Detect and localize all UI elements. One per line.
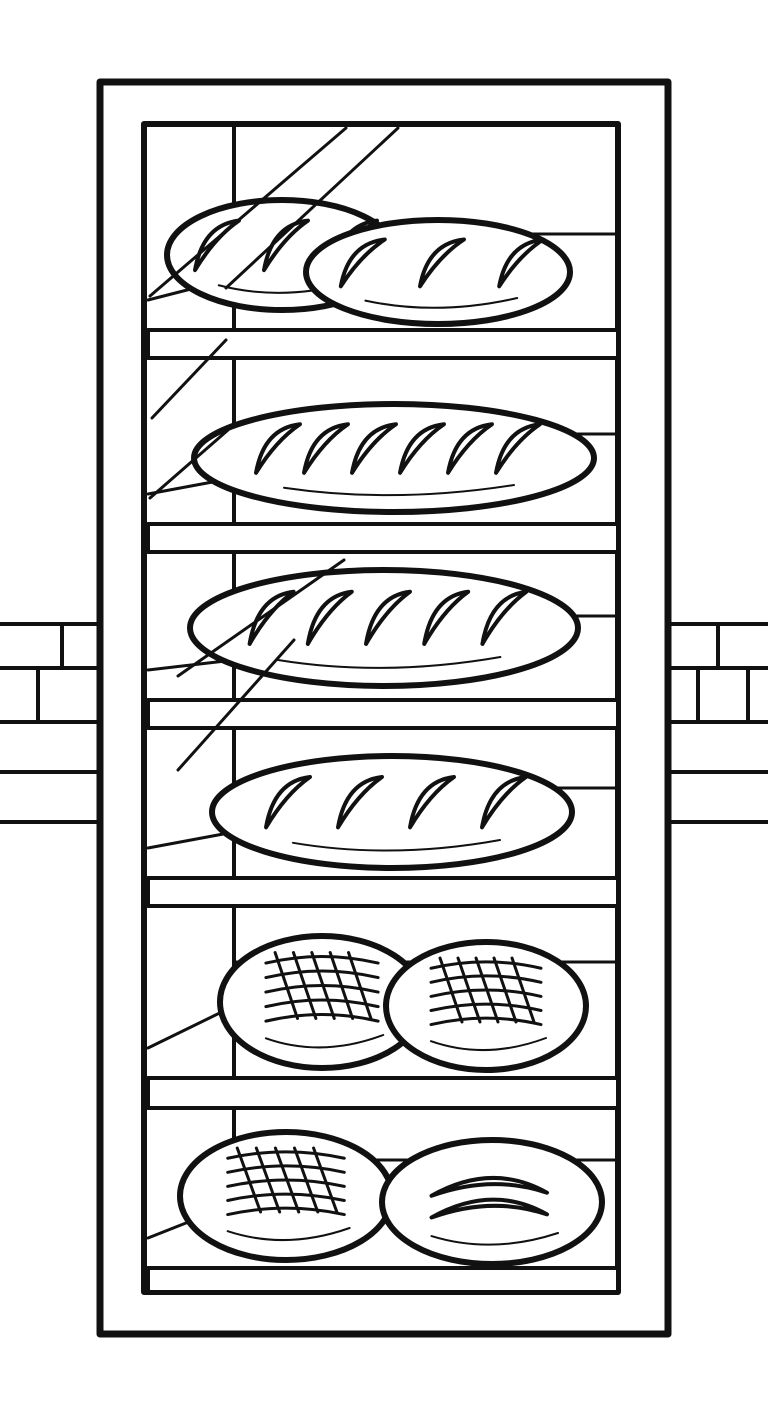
- loaf-highlight: [430, 1232, 559, 1246]
- score-mark: [364, 589, 412, 646]
- score-mark: [350, 422, 398, 475]
- loaf-highlight: [276, 656, 502, 669]
- brick-wall-left: [0, 622, 102, 824]
- loaf-body: [379, 1137, 605, 1267]
- loaf-scored-boule-2: [379, 1137, 605, 1267]
- score-line: [226, 1206, 346, 1217]
- score-mark: [429, 1197, 549, 1220]
- score-line: [264, 1013, 380, 1023]
- loaf-baguette-1: [191, 401, 597, 515]
- score-line: [292, 1146, 320, 1214]
- shelf-side-diagonal: [146, 830, 236, 850]
- crosshatch-scoring: [429, 956, 543, 1027]
- score-line: [429, 1016, 543, 1027]
- glass-reflection: [148, 126, 400, 772]
- score-mark: [494, 422, 542, 475]
- score-line: [291, 951, 318, 1020]
- brick-wall-right: [666, 622, 768, 824]
- score-mark: [408, 775, 456, 830]
- shelf-plank: [146, 328, 620, 360]
- score-line: [429, 974, 543, 984]
- score-mark: [338, 237, 387, 289]
- loaf-highlight: [226, 1227, 351, 1241]
- loaf-crosshatch-boule-1: [177, 1129, 395, 1263]
- score-line: [235, 1146, 263, 1214]
- scoring: [338, 237, 546, 289]
- score-mark: [264, 775, 312, 830]
- score-mark: [398, 422, 446, 475]
- score-mark: [302, 422, 350, 475]
- score-mark: [336, 775, 384, 830]
- shelf-6: [146, 1129, 620, 1294]
- score-line: [474, 956, 500, 1024]
- loaf-highlight: [364, 297, 519, 309]
- score-mark: [429, 1175, 549, 1198]
- score-mark: [422, 589, 471, 646]
- score-line: [328, 951, 355, 1020]
- shelf-plank: [146, 1076, 620, 1110]
- score-mark: [480, 589, 529, 646]
- shelf-plank: [146, 876, 620, 908]
- score-line: [492, 956, 518, 1024]
- scoring: [254, 422, 542, 475]
- loaf-highlight: [292, 839, 501, 852]
- score-line: [273, 1146, 301, 1214]
- score-mark: [254, 422, 302, 475]
- score-line: [226, 1164, 346, 1174]
- shelf-plank: [146, 522, 620, 554]
- score-line: [264, 969, 380, 980]
- scoring: [429, 1175, 549, 1220]
- score-line: [510, 956, 536, 1024]
- loaf-highlight: [283, 484, 515, 497]
- shelf-2: [146, 401, 620, 554]
- loaf-highlight: [264, 1034, 385, 1049]
- loaf-highlight: [430, 1037, 547, 1052]
- score-line: [310, 951, 336, 1020]
- shelf-4: [146, 753, 620, 908]
- shelf-1: [146, 197, 620, 360]
- loaf-body: [383, 939, 589, 1073]
- crosshatch-scoring: [226, 1146, 346, 1217]
- scoring: [264, 775, 528, 830]
- score-line: [273, 951, 300, 1020]
- loaf-bread-loaf-1: [209, 753, 575, 871]
- score-mark: [446, 422, 494, 475]
- score-line: [254, 1146, 282, 1214]
- score-line: [456, 956, 482, 1024]
- loaf-oval-bread-2: [303, 217, 573, 327]
- score-mark: [497, 237, 546, 289]
- score-line: [347, 951, 373, 1020]
- score-mark: [418, 237, 466, 289]
- score-mark: [305, 589, 354, 646]
- crosshatch-scoring: [264, 951, 380, 1023]
- score-line: [438, 956, 464, 1024]
- shelf-5: [146, 933, 620, 1110]
- shelf-stack: [146, 197, 620, 1294]
- score-mark: [480, 775, 528, 830]
- loaf-crosshatch-boule-2: [383, 939, 589, 1073]
- score-line: [312, 1146, 339, 1214]
- shelf-plank: [146, 1266, 620, 1294]
